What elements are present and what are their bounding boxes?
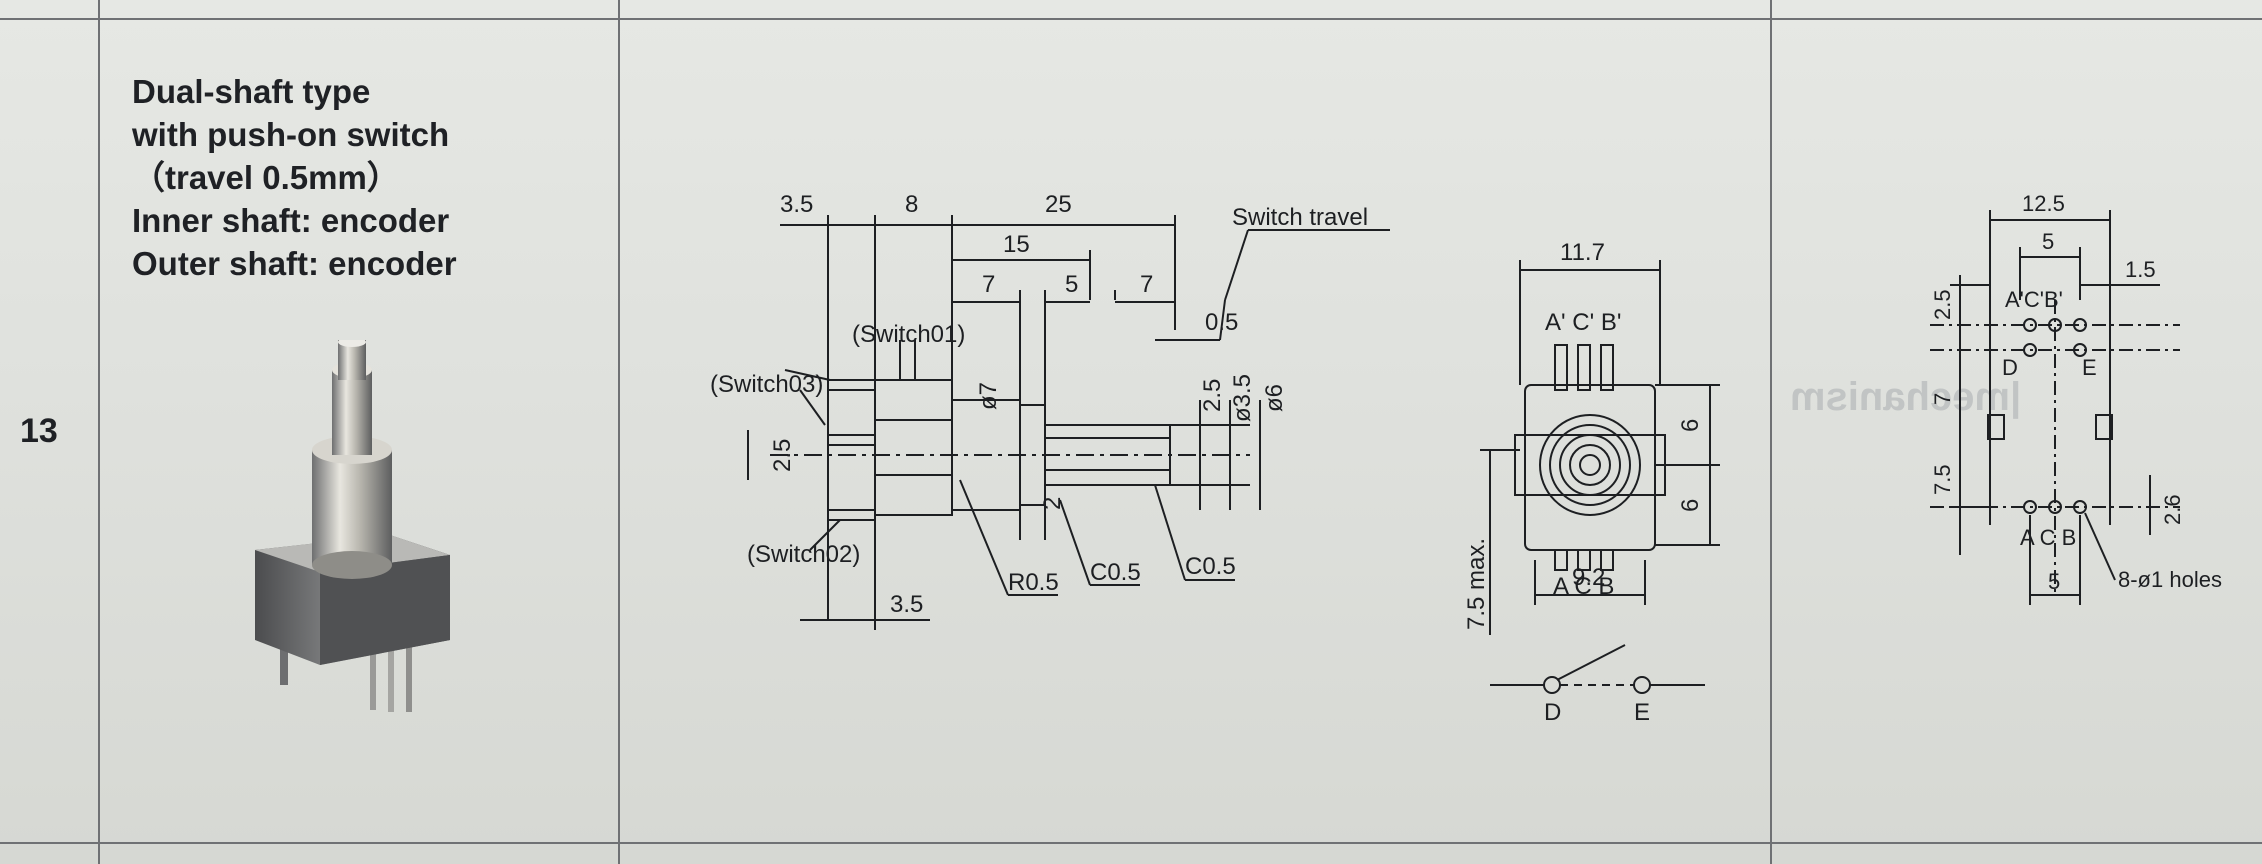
dim-8: 8 (905, 191, 918, 218)
dim-9-2: 9.2 (1572, 564, 1605, 591)
column-divider-2 (618, 0, 620, 864)
dim-5-top: 5 (2042, 229, 2054, 254)
title-line-4: Inner shaft: encoder (132, 202, 450, 239)
c0-5-label-b: C0.5 (1185, 553, 1236, 580)
table-border-top (0, 18, 2262, 20)
dim-7-a: 7 (982, 271, 995, 298)
dia-7: ø7 (975, 382, 1002, 410)
title-line-3: （travel 0.5mm） (132, 159, 400, 196)
switch02-label: (Switch02) (747, 541, 860, 568)
r0-5-label: R0.5 (1008, 569, 1059, 596)
dim-3-5-bottom: 3.5 (890, 591, 923, 618)
switch-travel-label: Switch travel (1232, 204, 1368, 231)
pin-d-label: D (2002, 355, 2018, 380)
top-pin-labels: A'C'B' (2005, 287, 2063, 312)
bottom-pin-labels: A C B (1553, 573, 1614, 600)
dim-12-5: 12.5 (2022, 195, 2065, 216)
dim-5: 5 (1065, 271, 1078, 298)
dim-7-b: 7 (1140, 271, 1153, 298)
switch-terminal-e: E (1634, 699, 1650, 720)
dim-7: 7 (1930, 393, 1955, 405)
switch01-label: (Switch01) (852, 321, 965, 348)
dim-2-5-left: 2.5 (769, 439, 796, 472)
bottom-pin-labels: A C B (2020, 525, 2076, 550)
dim-2-6: 2.6 (2160, 494, 2185, 525)
dim-7-5-max: 7.5 max. (1463, 538, 1490, 630)
dim-6-top: 6 (1677, 419, 1704, 432)
side-view-drawing: 3.5 8 25 15 7 5 7 0.5 Switch travel (Swi… (710, 191, 1390, 630)
dim-0-5: 0.5 (1205, 309, 1238, 336)
title-line-1: Dual-shaft type (132, 73, 371, 110)
dim-25: 25 (1045, 191, 1072, 218)
dim-1-5: 1.5 (2125, 257, 2156, 282)
dim-6-bottom: 6 (1677, 499, 1704, 512)
row-number: 13 (20, 412, 58, 450)
dim-7-5: 7.5 (1930, 464, 1955, 495)
dim-3-5-top: 3.5 (780, 191, 813, 218)
encoder-product-image (255, 340, 450, 712)
dia-6: ø6 (1261, 384, 1288, 412)
title-line-5: Outer shaft: encoder (132, 245, 457, 282)
dim-11-7: 11.7 (1560, 240, 1605, 266)
dim-5-bottom: 5 (2048, 569, 2060, 594)
dim-15: 15 (1003, 231, 1030, 258)
product-title: Dual-shaft type with push-on switch （tra… (132, 70, 572, 285)
switch-terminal-d: D (1544, 699, 1561, 720)
dia-3-5: ø3.5 (1229, 374, 1256, 422)
pcb-layout-drawing: 12.5 5 1.5 2.5 A'C'B' D E 7 7.5 2.6 A C … (1930, 195, 2222, 605)
column-divider-1 (98, 0, 100, 864)
dim-2: 2 (1039, 497, 1066, 510)
table-border-bottom (0, 842, 2262, 844)
column-divider-3 (1770, 0, 1772, 864)
pin-e-label: E (2082, 355, 2097, 380)
dim-2-5-right: 2.5 (1199, 379, 1226, 412)
c0-5-label-a: C0.5 (1090, 559, 1141, 586)
top-pin-labels: A' C' B' (1545, 309, 1621, 336)
dim-2-5: 2.5 (1930, 289, 1955, 320)
holes-note: 8-ø1 holes (2118, 567, 2222, 592)
title-line-2: with push-on switch (132, 116, 450, 153)
front-view-drawing: 11.7 A' C' B' 6 6 A C B 7.5 max. 9.2 D E (1463, 240, 1720, 720)
switch03-label: (Switch03) (710, 371, 823, 398)
